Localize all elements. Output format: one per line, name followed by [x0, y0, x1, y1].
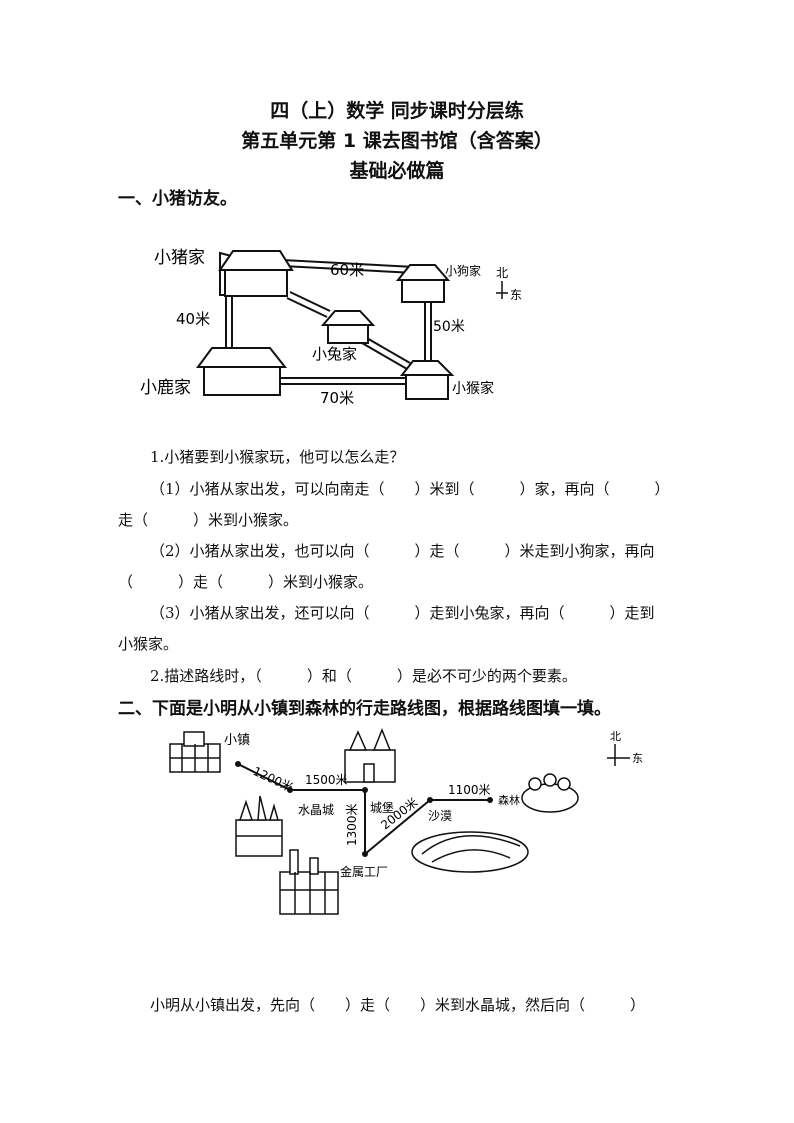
- rabbit-home-label: 小兔家: [312, 345, 357, 363]
- dog-house-icon: [395, 264, 451, 303]
- dog-home-label: 小狗家: [445, 263, 481, 278]
- pig-house-icon: [218, 250, 294, 297]
- castle-label: 城堡: [370, 800, 394, 815]
- distance-1100-label: 1100米: [448, 783, 491, 797]
- metal-factory-icon: [279, 849, 339, 915]
- rabbit-house-icon: [320, 310, 376, 344]
- pig-visit-map: 小猪家 小狗家 小兔家 小鹿家 小猴家 60米 40米 50米 70米 北 东: [140, 248, 522, 407]
- pig-home-label: 小猪家: [154, 248, 205, 268]
- distance-top-label: 60米: [330, 261, 364, 279]
- distance-bottom-label: 70米: [320, 389, 354, 407]
- town-label: 小镇: [224, 733, 250, 748]
- crystal-city-label: 水晶城: [298, 803, 334, 817]
- compass-icon-2: [607, 744, 630, 766]
- compass-east-label: 东: [510, 288, 522, 302]
- route-lines: [237, 763, 490, 855]
- compass-2-east-label: 东: [632, 752, 643, 765]
- crystal-city-icon: [235, 795, 283, 857]
- section-2-heading: 二、下面是小明从小镇到森林的行走路线图，根据路线图填一填。: [118, 699, 611, 719]
- question-2: 2.描述路线时，（ ）和（ ）是必不可少的两个要素。: [150, 667, 577, 685]
- question-1-1-line1: （1）小猪从家出发，可以向南走（ ）米到（ ）家，再向（ ）: [150, 480, 670, 498]
- deer-house-icon: [196, 347, 288, 396]
- monkey-home-label: 小猴家: [452, 380, 494, 397]
- compass-north-label: 北: [496, 266, 508, 280]
- section-1-heading: 一、小猪访友。: [118, 189, 237, 209]
- compass-icon: [496, 281, 508, 299]
- question-1-2-line1: （2）小猪从家出发，也可以向（ ）走（ ）米走到小狗家，再向: [150, 542, 655, 560]
- distance-1300-label: 1300米: [345, 803, 359, 846]
- metal-factory-label: 金属工厂: [340, 864, 388, 879]
- lesson-title: 第五单元第 1 课去图书馆（含答案）: [241, 130, 553, 152]
- forest-icon: [521, 773, 579, 813]
- question-1: 1.小猪要到小猴家玩，他可以怎么走？: [150, 448, 405, 466]
- town-to-forest-route-map: 小镇 1200米 1500米 水晶城 城堡 1300米 金属工厂 2000米 沙…: [169, 727, 643, 915]
- town-building-icon: [169, 731, 221, 773]
- compass-2-north-label: 北: [610, 730, 621, 743]
- desert-dunes-icon: [411, 831, 529, 873]
- deer-home-label: 小鹿家: [140, 378, 191, 398]
- question-1-3-line1: （3）小猪从家出发，还可以向（ ）走到小兔家，再向（ ）走到: [150, 604, 655, 622]
- desert-label: 沙漠: [428, 809, 452, 823]
- question-1-3-line2: 小猴家。: [118, 635, 179, 653]
- distance-right-label: 50米: [433, 319, 465, 335]
- section-level-title: 基础必做篇: [349, 160, 445, 182]
- question-1-2-line2: （ ）走（ ）米到小猴家。: [118, 573, 374, 591]
- monkey-house-icon: [399, 360, 455, 400]
- worksheet-title: 四（上）数学 同步课时分层练: [270, 100, 524, 122]
- forest-label: 森林: [498, 793, 520, 807]
- distance-left-label: 40米: [176, 310, 210, 328]
- question-1-1-line2: 走（ ）米到小猴家。: [118, 511, 299, 529]
- distance-1500-label: 1500米: [305, 773, 348, 787]
- castle-icon: [344, 727, 396, 783]
- section-2-question: 小明从小镇出发，先向（ ）走（ ）米到水晶城，然后向（ ）: [150, 996, 646, 1014]
- distance-1200-label: 1200米: [251, 764, 295, 795]
